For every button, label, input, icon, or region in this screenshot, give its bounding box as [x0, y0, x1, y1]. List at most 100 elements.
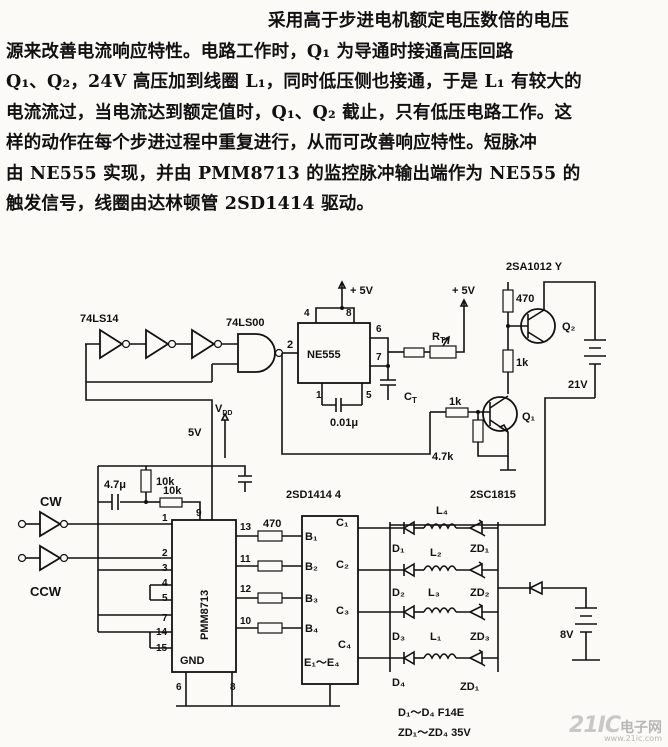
coil-l4 — [423, 523, 457, 530]
sd1414-label: 2SD1414 4 — [286, 489, 342, 501]
d4-label: D₄ — [392, 677, 405, 689]
pmm-pin6: 6 — [176, 682, 182, 693]
zd1b-label: ZD₁ — [460, 681, 480, 693]
potentiometer-rt — [429, 345, 457, 359]
ne555-label: NE555 — [307, 349, 341, 361]
zd1-label: ZD₁ — [470, 543, 490, 555]
resistor-r1 — [403, 347, 425, 358]
l3-label: L₃ — [428, 587, 440, 599]
ls00-label: 74LS00 — [226, 317, 265, 329]
text-line-7: 触发信号，线圈由达林顿管 2SD1414 驱动。 — [6, 194, 375, 214]
inverter-2 — [145, 328, 170, 360]
b1-label: B₁ — [305, 531, 318, 543]
e1e4-label: E₁～E₄ — [304, 657, 339, 669]
plus5v-arrow-b — [459, 298, 469, 307]
c2-label: C₂ — [336, 559, 349, 571]
ne555-pin7: 7 — [376, 352, 382, 363]
note-diodes: D₁～D₄ F14E — [398, 707, 464, 719]
zd3-label: ZD₃ — [470, 631, 490, 643]
inverter-chain: 74LS14 — [80, 313, 238, 360]
d2-label: D₂ — [392, 587, 405, 599]
cw-buffer — [39, 510, 62, 538]
nand-gate: 74LS00 2 — [211, 317, 298, 382]
b2-label: B₂ — [305, 561, 318, 573]
r1k-b-label: 1k — [449, 396, 462, 408]
inverter-1-bubble — [121, 339, 131, 349]
ne555-pin1: 1 — [316, 390, 322, 401]
resistor-470-b1 — [257, 530, 283, 542]
vdd-label: VDD — [215, 403, 232, 417]
plus5v-label-a: + 5V — [350, 285, 374, 297]
text-line-5: 样的动作在每个步进过程中重复进行，从而可改善响应特性。短脉冲 — [6, 133, 537, 153]
coil-l2 — [423, 565, 457, 572]
v21-label: 21V — [568, 379, 588, 391]
r10k-b-label: 10k — [163, 485, 182, 497]
pmm-pin7: 7 — [162, 613, 168, 624]
v5-label: 5V — [188, 427, 202, 439]
sd1414-block: 2SD1414 4 B₁ B₂ B₃ B₄ C₁ C₂ C₃ C₄ E₁～E₄ — [286, 489, 359, 685]
sa1012-label: 2SA1012 Y — [506, 261, 563, 273]
text-line-4: 电流流过，当电流达到额定值时，Q₁、Q₂ 截止，只有低压电路工作。这 — [6, 102, 573, 123]
transistor-section: Q₂ 2SA1012 Y 470 1k 21V Q₁ 1k 4.7k 2SC18… — [390, 261, 606, 526]
driver-inputs: 470 — [236, 518, 302, 634]
watermark-logo: 21IC — [569, 713, 621, 738]
pmm-pin9: 9 — [196, 508, 202, 519]
sd1414-box — [301, 515, 359, 685]
l1-label: L₁ — [430, 631, 442, 643]
pmm-pin4: 4 — [162, 578, 168, 589]
resistor-470-b2 — [257, 560, 283, 572]
r1k-a-label: 1k — [516, 357, 529, 369]
zd2-label: ZD₂ — [470, 587, 490, 599]
c47u-label: 4.7μ — [104, 479, 126, 491]
resistor-1k-a — [502, 349, 514, 373]
pmm-pin12: 12 — [240, 584, 252, 595]
text-line-1: 采用高于步进电机额定电压数倍的电压 — [268, 11, 569, 31]
nand-body — [237, 333, 276, 373]
ne555-pin5: 5 — [366, 390, 372, 401]
r470-top-label: 470 — [516, 293, 534, 305]
pmm8713-box — [171, 519, 237, 673]
inverter-3 — [191, 328, 216, 360]
direction-inputs: CW CCW — [17, 494, 172, 599]
pmm-pin3: 3 — [162, 563, 168, 574]
description-text: 采用高于步进电机额定电压数倍的电压 源来改善电流响应特性。电路工作时，Q₁ 为导… — [6, 6, 662, 220]
resistor-470-b4 — [257, 622, 283, 634]
site-watermark: 21IC电子网 www.21ic.com — [569, 713, 662, 743]
plus5v-label-b: + 5V — [452, 285, 476, 297]
resistor-10k-b — [159, 497, 183, 508]
reset-network: 10k 4.7μ 10k — [98, 466, 201, 520]
pmm-pin13: 13 — [240, 522, 252, 533]
resistor-1k-b — [445, 407, 469, 418]
note-zeners: ZD₁～ZD₄ 35V — [398, 727, 471, 739]
coil-section: L₄ D₁ ZD₁ L₂ D₂ L₃ ZD₂ D₃ L₁ ZD₃ D₄ ZD₁ … — [358, 505, 600, 739]
text-line-3: Q₁、Q₂，24V 高压加到线圈 L₁，同时低压侧也接通，于是 L₁ 有较大的 — [6, 72, 582, 92]
pmm-pin10: 10 — [240, 616, 252, 627]
l4-label: L₄ — [436, 505, 448, 517]
resistor-10k-a — [140, 469, 152, 493]
ccw-input-terminal[interactable] — [17, 553, 27, 563]
text-line-6: 由 NE555 实现，并由 PMM8713 的监控脉冲输出端作为 NE555 的 — [6, 163, 581, 184]
cw-label: CW — [40, 494, 62, 509]
c1-label: C₁ — [336, 517, 349, 529]
d1-label: D₁ — [392, 543, 405, 555]
ne555-pin4: 4 — [304, 308, 310, 319]
r47k-label: 4.7k — [432, 451, 454, 463]
watermark-url: www.21ic.com — [604, 734, 662, 743]
plus5v-arrow-a — [337, 280, 347, 289]
c4-label: C₄ — [338, 639, 351, 651]
nand-out-pin: 2 — [287, 339, 293, 351]
gnd-label: GND — [180, 655, 205, 667]
r10k-a-label: 10k — [156, 476, 175, 488]
l2-label: L₂ — [430, 547, 442, 559]
coil-l1 — [423, 653, 457, 660]
cw-input-terminal[interactable] — [17, 519, 27, 529]
ne555-pin8: 8 — [346, 308, 352, 319]
ccw-buffer — [39, 544, 62, 572]
ccw-label: CCW — [30, 584, 62, 599]
circuit-schematic: 74LS14 74LS00 2 NE555 + 5V 4 8 6 7 1 5 C… — [17, 261, 606, 739]
watermark-cn: 电子网 — [620, 720, 662, 736]
inverter-2-bubble — [167, 339, 177, 349]
b4-label: B₄ — [305, 623, 318, 635]
inverter-3-bubble — [213, 339, 223, 349]
ne555-block: NE555 + 5V 4 8 6 7 1 5 CT 0.01μ RT + 5V — [281, 280, 476, 455]
